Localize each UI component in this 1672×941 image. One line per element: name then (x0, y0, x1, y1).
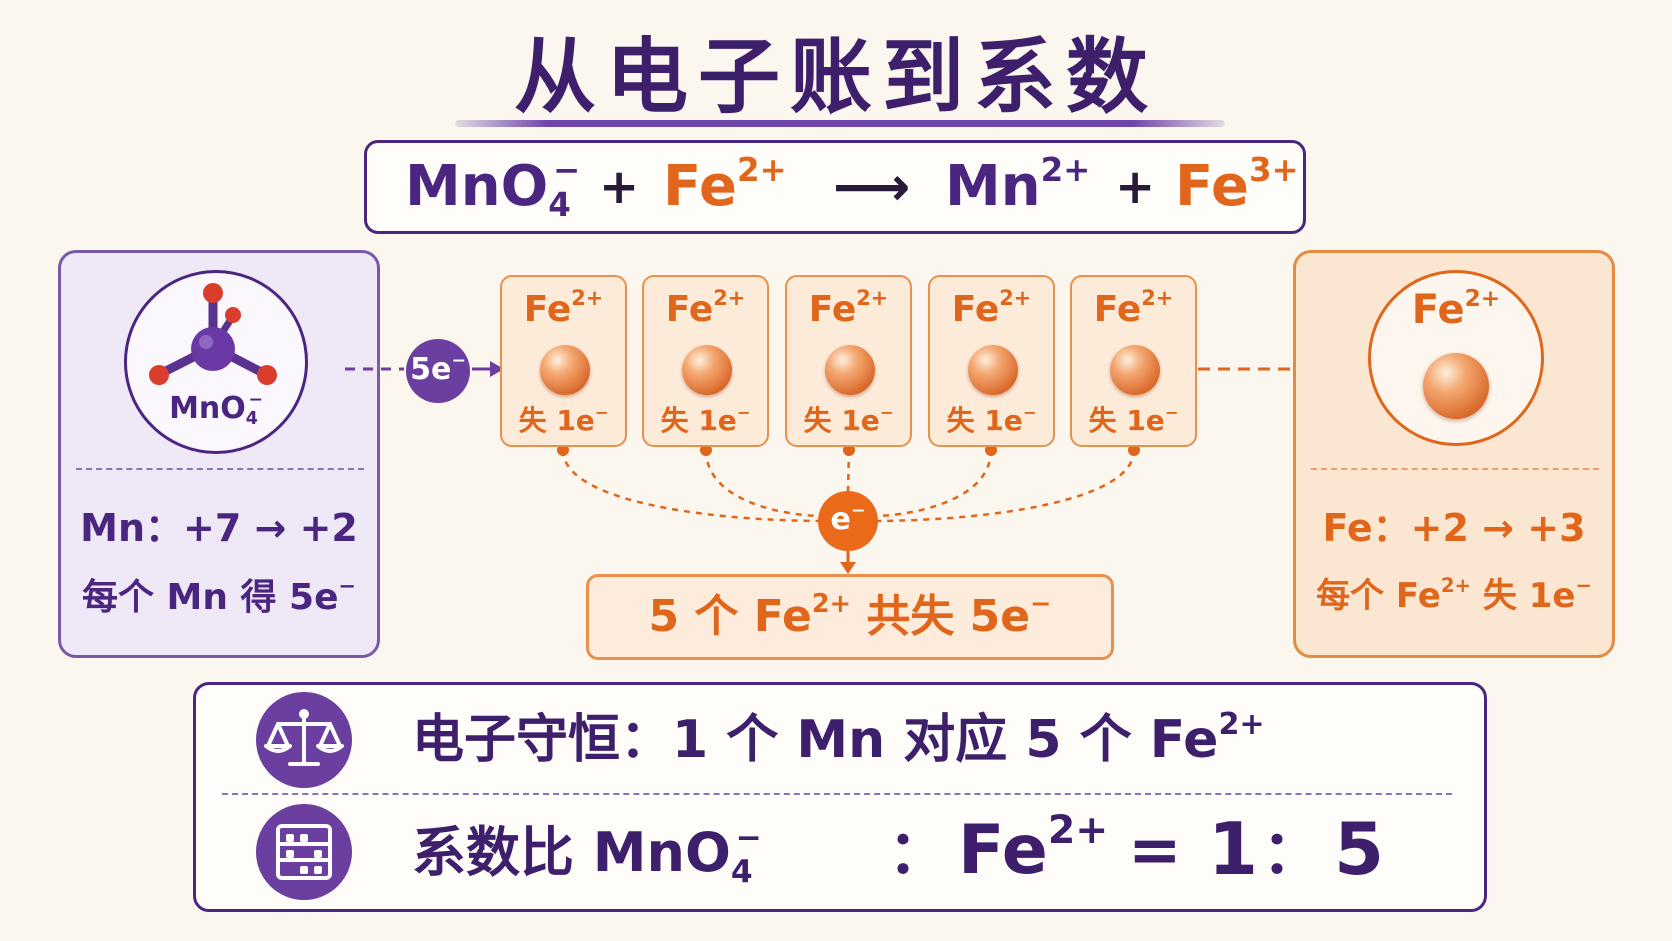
mno4-molecule-label: MnO4− (169, 389, 263, 430)
fe-atom-ball (540, 345, 590, 395)
bottom-divider (222, 793, 1452, 795)
ratio-fe-label: Fe2+ (958, 807, 1109, 890)
equation-box: MnO4− + Fe2+ ⟶ Mn2+ + Fe3+ (364, 140, 1306, 234)
balance-scale-icon (256, 692, 352, 788)
fe-ion-box: Fe2+ 失 1e− (1070, 275, 1197, 447)
fe-atom-ball (682, 345, 732, 395)
five-electron-badge: 5e− (406, 339, 470, 403)
fe-ion-circle: Fe2+ (1368, 270, 1544, 446)
equation-reactant-mno4: MnO4− (405, 150, 581, 225)
tetrahedral-molecule-icon (149, 283, 277, 385)
left-divider (76, 468, 364, 470)
title-underline (455, 120, 1225, 127)
electron-node: e− (818, 491, 878, 551)
equation-plus-2: + (1115, 159, 1156, 215)
fe-ion-label: Fe2+ (1093, 286, 1174, 330)
fe-ion-label: Fe2+ (523, 286, 604, 330)
fe-oxidation-change: Fe：+2 → +3 (1322, 506, 1586, 550)
fe-atom-ball (1110, 345, 1160, 395)
fe-ion-box: Fe2+ 失 1e− (642, 275, 769, 447)
mno4-molecule-circle: MnO4− (124, 270, 308, 454)
ratio-colon-2: ： (1262, 818, 1322, 888)
fe-atom-ball (1423, 353, 1489, 419)
ratio-left-value: 1 (1208, 807, 1259, 891)
mn-oxidation-change: Mn：+7 → +2 (80, 506, 358, 550)
conservation-text: 电子守恒：1 个 Mn 对应 5 个 Fe2+ (412, 707, 1265, 770)
equation-product-fe3: Fe3+ (1175, 150, 1299, 219)
ratio-right-value: 5 (1334, 807, 1385, 891)
conclusion-box (193, 682, 1487, 912)
fe-lose-text: 失 1e− (946, 402, 1037, 437)
equation-reactant-fe2: Fe2+ (663, 150, 787, 219)
total-electron-box: 5 个 Fe2+ 共失 5e− (586, 574, 1114, 660)
fe-ion-label: Fe2+ (665, 286, 746, 330)
fe-ion-label: Fe2+ (951, 286, 1032, 330)
fe-ion-box: Fe2+ 失 1e− (928, 275, 1055, 447)
mn-gain-text: 每个 Mn 得 5e− (81, 574, 357, 618)
page-title: 从电子账到系数 (513, 30, 1158, 125)
fe-lose-text: 失 1e− (518, 402, 609, 437)
fe-lose-text: 失 1e− (1088, 402, 1179, 437)
fe-atom-ball (825, 345, 875, 395)
ratio-colon-1: ： (888, 818, 948, 888)
equation-plus-1: + (599, 159, 640, 215)
fe-ion-label: Fe2+ (808, 286, 889, 330)
equation-product-mn2: Mn2+ (945, 150, 1091, 219)
fe-lose-text: 失 1e− (660, 402, 751, 437)
equation-arrow: ⟶ (833, 155, 911, 218)
ratio-equals: = (1128, 814, 1182, 888)
ratio-text: 系数比 MnO4− (412, 819, 762, 890)
fe-ion-circle-label: Fe2+ (1411, 284, 1501, 333)
fe-lose-summary: 每个 Fe2+ 失 1e− (1316, 574, 1592, 616)
fe-ion-box: Fe2+ 失 1e− (785, 275, 912, 447)
fe-ion-box: Fe2+ 失 1e− (500, 275, 627, 447)
right-divider (1311, 468, 1599, 470)
fe-lose-text: 失 1e− (803, 402, 894, 437)
abacus-icon (256, 804, 352, 900)
fe-atom-ball (968, 345, 1018, 395)
